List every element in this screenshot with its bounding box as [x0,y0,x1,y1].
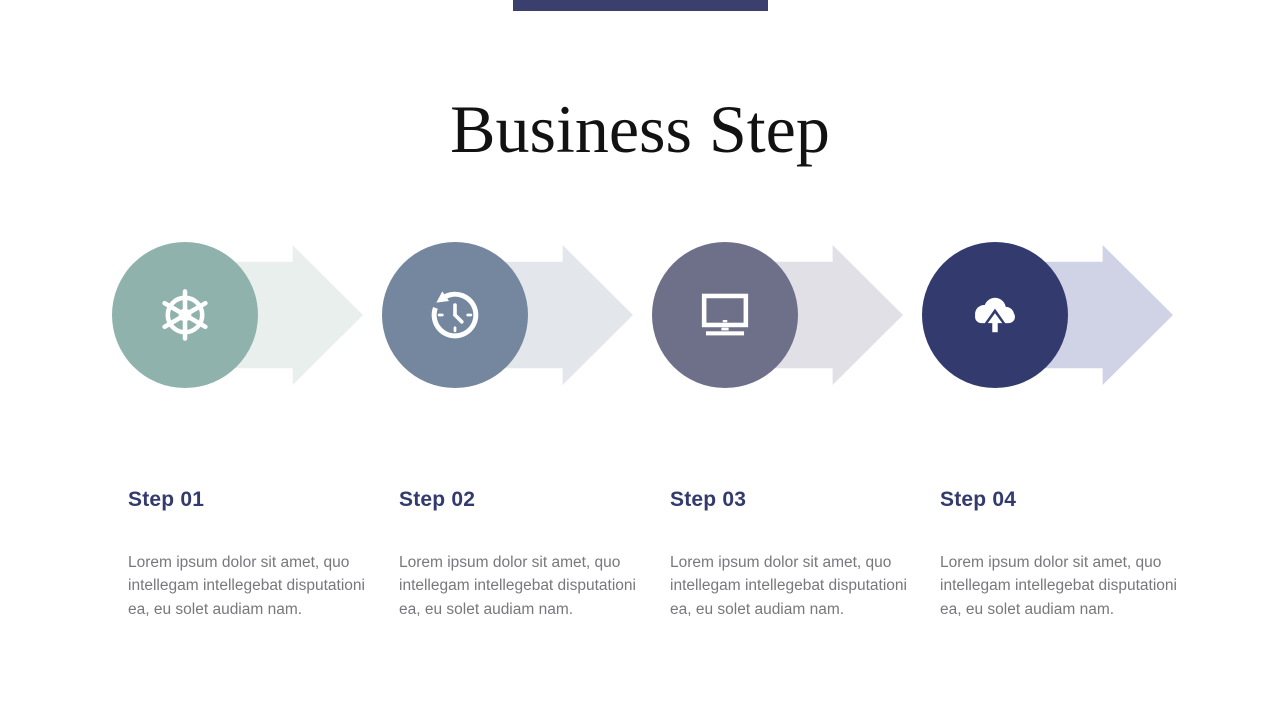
step-label: Step 03 [670,488,747,511]
cloud-upload-icon [975,297,1015,333]
top-accent-bar [513,0,768,11]
step-icon-circle [112,242,258,388]
step-label: Step 01 [128,488,205,511]
step-label: Step 04 [940,488,1017,511]
step-label: Step 02 [399,488,476,511]
page-title: Business Step [450,90,830,167]
monitor-icon [701,293,749,336]
step-description: Lorem ipsum dolor sit amet, quo intelleg… [399,554,636,618]
step-description: Lorem ipsum dolor sit amet, quo intelleg… [670,554,907,618]
step-icon-circle [652,242,798,388]
ship-wheel-icon [162,289,208,341]
step-graphic-1 [112,240,382,390]
step-icon-circle [922,242,1068,388]
history-clock-icon [431,291,479,339]
step-icon-circle [382,242,528,388]
step-graphic-2 [382,240,652,390]
step-description: Lorem ipsum dolor sit amet, quo intelleg… [940,554,1177,618]
step-description: Lorem ipsum dolor sit amet, quo intelleg… [128,554,365,618]
step-graphic-4 [922,240,1192,390]
step-graphic-3 [652,240,922,390]
